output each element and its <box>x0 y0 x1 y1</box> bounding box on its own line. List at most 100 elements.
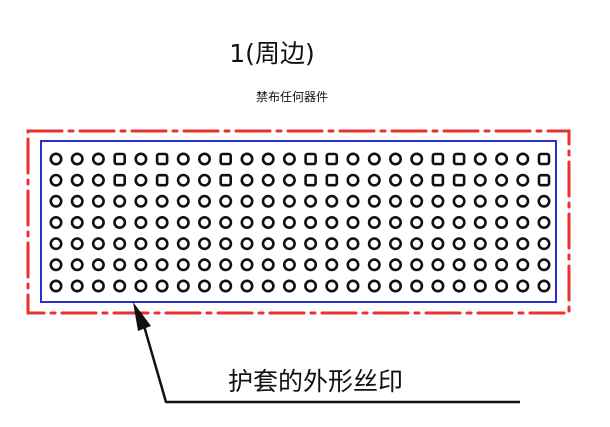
pad <box>537 237 551 251</box>
pad <box>176 279 190 293</box>
pad <box>49 237 63 251</box>
pad <box>516 216 530 230</box>
pad <box>155 173 169 187</box>
pad <box>346 237 360 251</box>
pad <box>134 194 148 208</box>
pad <box>198 237 212 251</box>
pad <box>367 279 381 293</box>
pad <box>70 258 84 272</box>
pad <box>473 194 487 208</box>
pad <box>240 258 254 272</box>
silkscreen-outline <box>40 140 557 303</box>
pad <box>240 173 254 187</box>
pad <box>410 279 424 293</box>
pad <box>282 216 296 230</box>
pad <box>367 152 381 166</box>
pad <box>388 152 402 166</box>
pad <box>346 152 360 166</box>
pad <box>70 173 84 187</box>
pad-grid <box>49 152 551 293</box>
pad <box>304 194 318 208</box>
pad <box>473 237 487 251</box>
pad <box>176 194 190 208</box>
pad <box>49 152 63 166</box>
pad <box>304 258 318 272</box>
pad <box>70 152 84 166</box>
pad <box>91 173 105 187</box>
pad <box>198 194 212 208</box>
pad <box>219 216 233 230</box>
pad <box>388 194 402 208</box>
pad <box>176 237 190 251</box>
pad <box>134 173 148 187</box>
leader-line <box>138 311 520 404</box>
pad <box>473 258 487 272</box>
pad <box>452 258 466 272</box>
pad <box>198 216 212 230</box>
pad <box>304 216 318 230</box>
pad <box>473 173 487 187</box>
pad <box>537 152 551 166</box>
pad <box>495 237 509 251</box>
pad <box>261 152 275 166</box>
pad <box>452 237 466 251</box>
pad <box>219 258 233 272</box>
pad <box>346 279 360 293</box>
pad <box>516 258 530 272</box>
pad <box>410 173 424 187</box>
pad <box>155 279 169 293</box>
pad <box>134 237 148 251</box>
pad <box>452 194 466 208</box>
pad <box>49 216 63 230</box>
pad <box>134 279 148 293</box>
pad <box>282 237 296 251</box>
pad <box>325 173 339 187</box>
pad <box>516 152 530 166</box>
pad <box>155 194 169 208</box>
pad <box>134 152 148 166</box>
pad <box>198 279 212 293</box>
pad <box>325 258 339 272</box>
pad <box>176 216 190 230</box>
pad <box>367 237 381 251</box>
pad <box>176 258 190 272</box>
pad <box>537 258 551 272</box>
pad <box>261 194 275 208</box>
pad <box>70 237 84 251</box>
pad <box>70 216 84 230</box>
pad <box>240 237 254 251</box>
pad <box>388 237 402 251</box>
pad <box>198 152 212 166</box>
pad <box>516 237 530 251</box>
pad <box>282 258 296 272</box>
diagram-subtitle: 禁布任何器件 <box>256 90 328 104</box>
pad <box>346 194 360 208</box>
pad <box>155 237 169 251</box>
pad <box>49 173 63 187</box>
pad <box>240 216 254 230</box>
pad <box>537 279 551 293</box>
pad <box>495 152 509 166</box>
pad <box>516 279 530 293</box>
pad <box>198 258 212 272</box>
pad <box>410 194 424 208</box>
pad <box>91 237 105 251</box>
pad <box>304 237 318 251</box>
pad <box>495 279 509 293</box>
pad <box>473 152 487 166</box>
pad <box>410 152 424 166</box>
pad <box>346 173 360 187</box>
pad <box>537 173 551 187</box>
pad <box>134 258 148 272</box>
pad <box>113 194 127 208</box>
pad <box>452 279 466 293</box>
pad <box>431 258 445 272</box>
pad <box>367 173 381 187</box>
pad <box>410 237 424 251</box>
pad <box>91 279 105 293</box>
pad <box>325 237 339 251</box>
diagram-title: 1(周边) <box>229 39 314 68</box>
pad <box>261 173 275 187</box>
pad <box>325 279 339 293</box>
